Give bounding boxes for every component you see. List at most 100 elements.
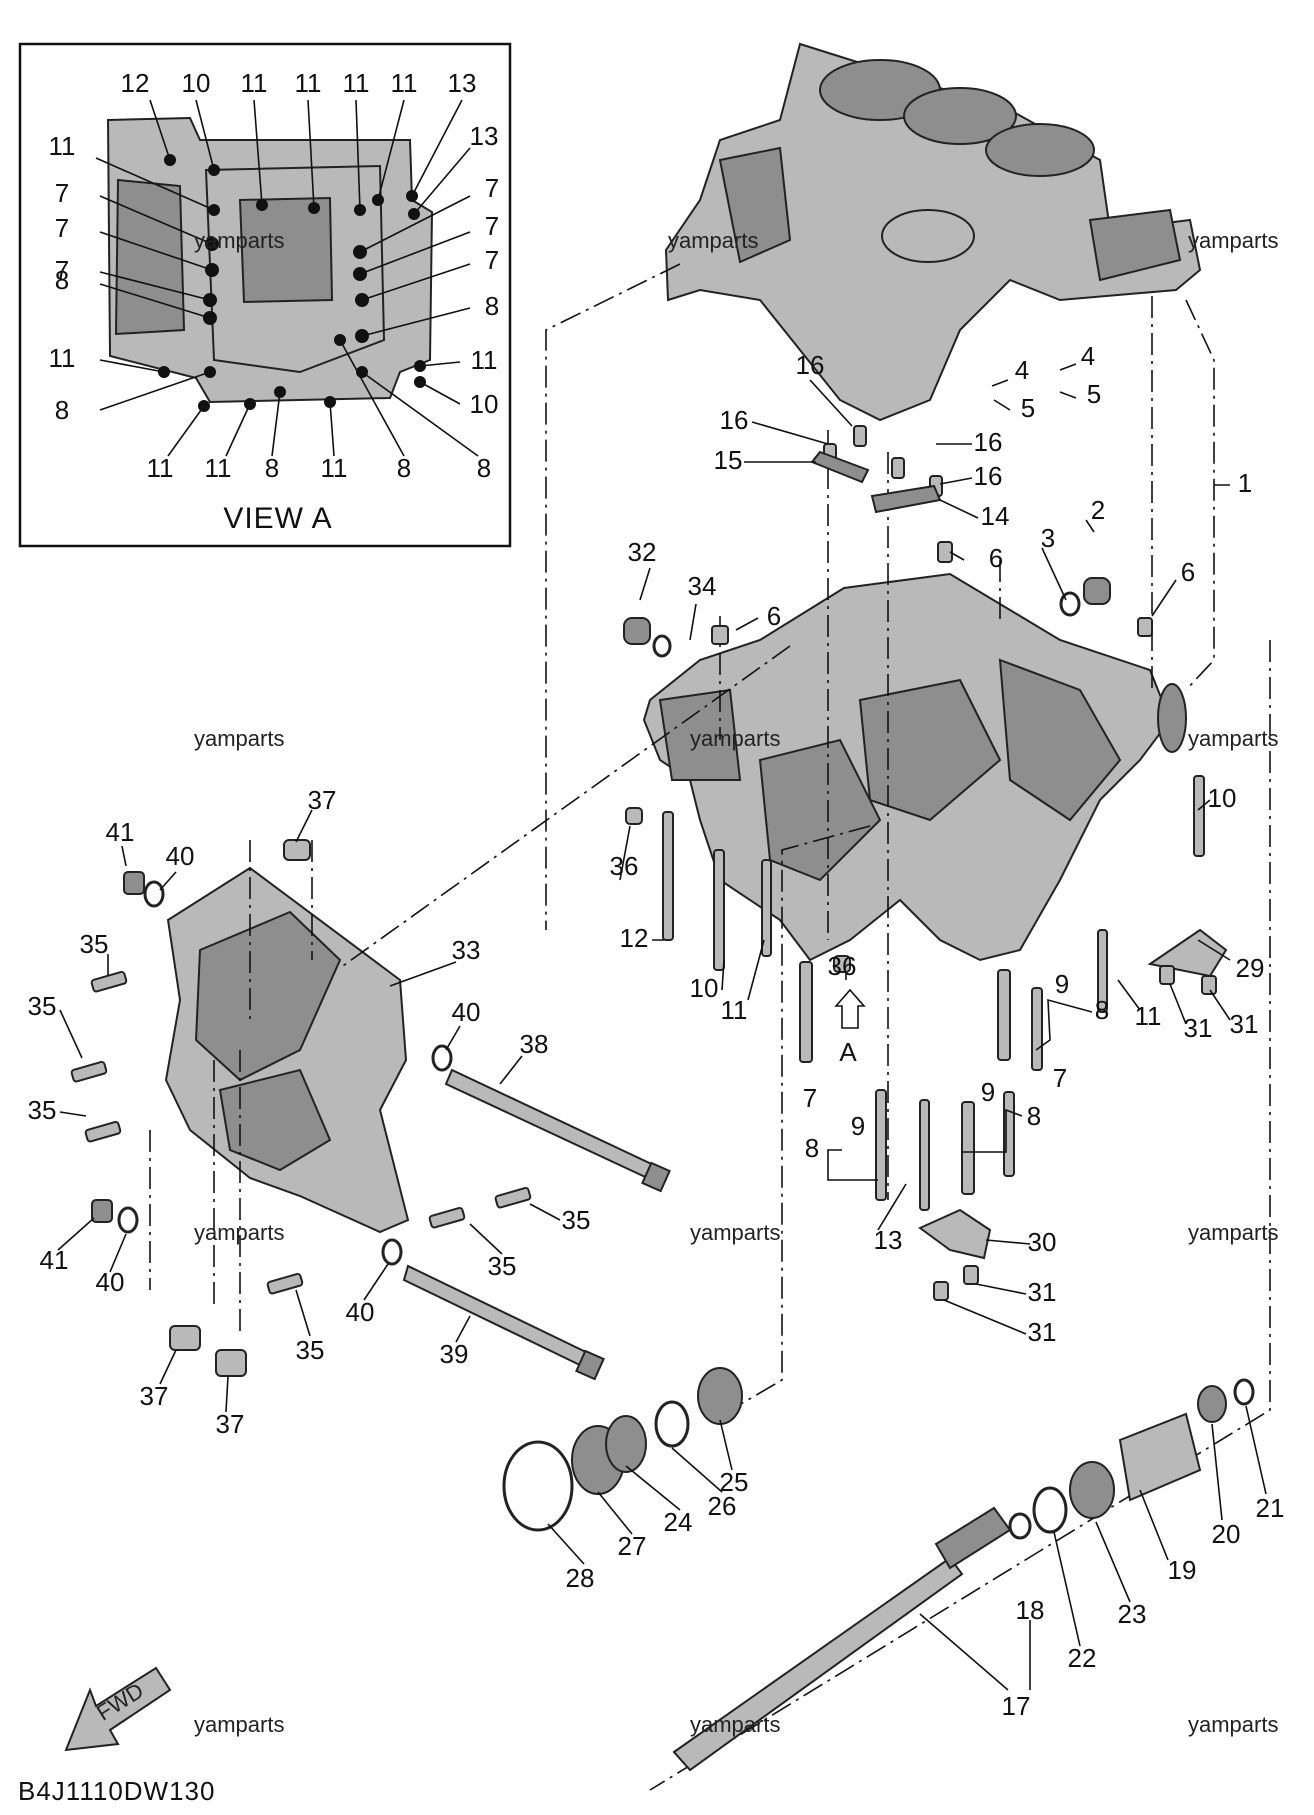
inset-title: VIEW A [223,502,332,535]
callout-number: 25 [720,1467,749,1497]
bolts [662,425,1205,1211]
callout-number: 4 [1081,341,1095,371]
callout-number: 31 [1028,1317,1057,1347]
callout-number: 30 [1028,1227,1057,1257]
watermark-text: yamparts [1188,1220,1278,1245]
callout-number: 1 [1238,468,1252,498]
callout-number: 34 [688,571,717,601]
callout-number: 8 [1095,995,1109,1025]
inset-callout-number: 7 [55,178,69,208]
callout-number: 11 [1135,1001,1162,1031]
watermark-text: yamparts [690,1712,780,1737]
inset-callout-number: 11 [471,345,498,375]
callout-number: 16 [720,405,749,435]
callout-number: 11 [721,995,748,1025]
callout-number: 37 [308,785,337,815]
callout-number: 5 [1021,393,1035,423]
callout-number: 35 [28,1095,57,1125]
callout-number: 36 [610,851,639,881]
callout-number: 36 [828,951,857,981]
fwd-arrow-icon: FWD [64,1666,172,1752]
inset-callout-number: 11 [205,453,232,483]
inset-callout-number: 11 [321,453,348,483]
callout-number: 32 [628,537,657,567]
callout-number: 41 [106,817,135,847]
inset-callout-number: 8 [55,395,69,425]
callout-number: 8 [1027,1101,1041,1131]
view-a-arrow: A [834,988,866,1067]
callout-number: 35 [562,1205,591,1235]
callout-number: 9 [851,1111,865,1141]
diagram-code: B4J1110DW130 [18,1776,215,1806]
inset-callout-number: 11 [49,131,76,161]
inset-callout-number: 8 [485,291,499,321]
callout-number: 22 [1068,1643,1097,1673]
callout-number: 18 [1016,1595,1045,1625]
callout-number: 33 [452,935,481,965]
inset-callout-number: 7 [55,213,69,243]
callout-number: 6 [767,601,781,631]
callout-number: 24 [664,1507,693,1537]
inset-callout-number: 11 [295,68,322,98]
callout-number: 14 [981,501,1010,531]
inset-callout-number: 8 [265,453,279,483]
callout-number: 8 [805,1133,819,1163]
inset-callout-number: 11 [49,343,76,373]
leader-lines [57,363,1267,1691]
callout-number: 23 [1118,1599,1147,1629]
watermark-text: yamparts [1188,1712,1278,1737]
callout-number: 41 [40,1245,69,1275]
brackets [810,450,1228,1301]
callout-number: 35 [28,991,57,1021]
inset-callout-number: 7 [485,245,499,275]
callout-number: 40 [452,997,481,1027]
inset-callout-number: 12 [121,68,150,98]
inset-callout-number: 7 [485,211,499,241]
callout-number: 16 [974,427,1003,457]
callout-number: 29 [1236,953,1265,983]
callout-number: 31 [1230,1009,1259,1039]
callout-number: 6 [989,543,1003,573]
inset-callout-number: 8 [477,453,491,483]
assembly-lines [149,263,1271,1791]
callout-number: 31 [1184,1013,1213,1043]
watermark-text: yamparts [690,1220,780,1245]
callout-number: 2 [1091,495,1105,525]
view-arrow-label: A [839,1037,857,1067]
callout-number: 40 [96,1267,125,1297]
callout-number: 26 [708,1491,737,1521]
inset-callout-number: 11 [241,68,268,98]
watermark-text: yamparts [1188,726,1278,751]
inset-callout-number: 10 [182,68,211,98]
callout-number: 15 [714,445,743,475]
callout-number: 19 [1168,1555,1197,1585]
callout-number: 7 [1053,1063,1067,1093]
inset-callout-number: 7 [55,255,69,285]
inset-callout-number: 8 [397,453,411,483]
watermark-text: yamparts [690,726,780,751]
watermark-text: yamparts [194,726,284,751]
callout-number: 38 [520,1029,549,1059]
callout-number: 16 [796,350,825,380]
callout-number: 9 [1055,969,1069,999]
callout-number: 37 [140,1381,169,1411]
callout-number: 31 [1028,1277,1057,1307]
callout-number: 35 [296,1335,325,1365]
callout-number: 20 [1212,1519,1241,1549]
callout-number: 7 [803,1083,817,1113]
watermark-text: yamparts [668,228,758,253]
inset-callout-number: 7 [485,173,499,203]
callout-number: 37 [216,1409,245,1439]
callout-number: 10 [1208,783,1237,813]
callout-number: 10 [690,973,719,1003]
callout-number: 13 [874,1225,903,1255]
watermark-text: yamparts [1188,228,1278,253]
inset-callout-number: 11 [391,68,418,98]
watermark-text: yamparts [194,228,284,253]
upper-crankcase [664,42,1202,422]
inset-callout-number: 13 [470,121,499,151]
callout-number: 9 [981,1077,995,1107]
watermark-text: yamparts [194,1220,284,1245]
